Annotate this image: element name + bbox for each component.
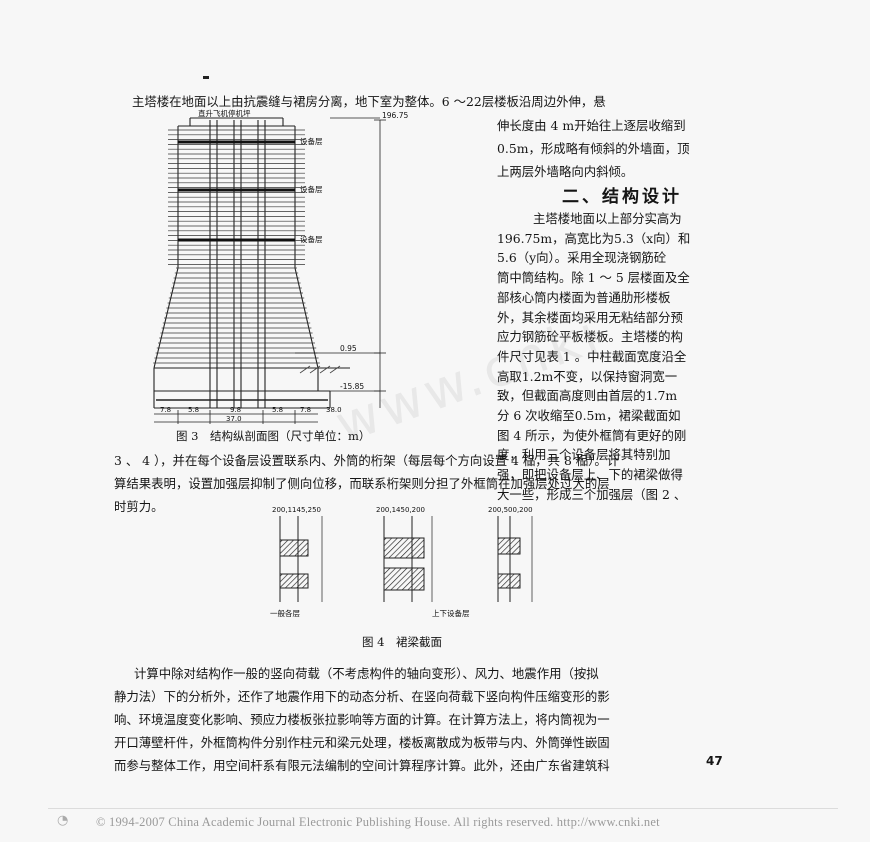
fig3-top-label: 直升飞机停机坪 — [198, 108, 251, 118]
paragraph-1-line-2: 伸长度由 4 m开始往上逐层收缩到 — [497, 118, 686, 133]
fig3-dim-total: 37.0 — [226, 415, 242, 423]
p2-line-2: 196.75m，高宽比为5.3（x向）和 — [497, 230, 691, 246]
p2-line-6: 外，其余楼面均采用无粘结部分预 — [497, 309, 683, 325]
fig4-dims-1: 200,1145,250 — [272, 506, 321, 514]
p2-line-11: 分 6 次收缩至0.5m，裙梁截面如 — [497, 408, 681, 423]
p3-line-1: 3 、 4 ），并在每个设备层设置联系内、外筒的桁架（每层每个方向设置 4 榀，… — [114, 453, 620, 468]
figure-3-caption: 图 3 结构纵剖面图（尺寸单位：m） — [176, 429, 371, 443]
p3-line-3: 时剪力。 — [114, 499, 164, 514]
p4-line-4: 开口薄壁杆件，外框筒构件分别作柱元和梁元处理，楼板离散成为板带与内、外筒弹性嵌固 — [114, 735, 610, 750]
p2-line-1: 主塔楼地面以上部分实高为 — [533, 211, 682, 226]
p2-line-8: 件尺寸见表 1 。中柱截面宽度沿全 — [497, 348, 687, 364]
p2-line-12: 图 4 所示，为使外框筒有更好的刚 — [497, 427, 687, 443]
p4-line-1: 计算中除对结构作一般的竖向荷载（不考虑构件的轴向变形）、风力、地震作用（按拟 — [134, 666, 599, 681]
paragraph-1-line-3: 0.5m，形成略有倾斜的外墙面，顶 — [497, 141, 690, 156]
footer-logo-icon: ◔ — [57, 813, 69, 828]
fig4-dims-2: 200,1450,200 — [376, 506, 425, 514]
fig3-floor-label-1: 设备层 — [300, 136, 323, 146]
p4-line-2: 静力法）下的分析外，还作了地震作用下的动态分析、在竖向荷载下竖向构件压缩变形的影 — [114, 689, 610, 704]
page-number: 47 — [706, 754, 723, 768]
p2-line-15: 大一些，形成三个加强层（图 2 、 — [497, 486, 687, 502]
p2-line-9: 高取1.2m不变，以保持窗洞宽一 — [497, 368, 678, 384]
p2-line-4: 筒中筒结构。除 1 ～ 5 层楼面及全 — [497, 270, 690, 286]
fig3-elevation-ground: 0.95 — [340, 344, 357, 353]
fig4-dims-3: 200,500,200 — [488, 506, 533, 514]
fig3-elevation-basement: -15.85 — [340, 382, 364, 391]
fig3-dim-5: 7.8 — [300, 406, 311, 414]
fig3-dim-2: 5.8 — [188, 406, 199, 414]
fig4-label-1: 一般各层 — [270, 608, 300, 618]
p3-line-2: 算结果表明，设置加强层抑制了侧向位移，而联系桁架则分担了外框筒在加强层处过大的层 — [114, 476, 610, 491]
figure-3-section-drawing: 直升飞机停机坪 设备层 设备层 设备层 196.75 0.95 -15.85 7… — [150, 108, 495, 426]
fig3-floor-label-2: 设备层 — [300, 184, 323, 194]
paragraph-1-line-4: 上两层外墙略向内斜倾。 — [497, 164, 634, 179]
print-mark — [203, 76, 209, 79]
section-heading: 二、结构设计 — [562, 187, 682, 207]
fig3-dim-1: 7.8 — [160, 406, 171, 414]
p2-line-7: 应力钢筋砼平板楼板。主塔楼的构 — [497, 329, 683, 345]
footer-divider — [48, 808, 838, 809]
p4-line-5: 而参与整体工作，用空间杆系有限元法编制的空间计算程序计算。此外，还由广东省建筑科 — [114, 758, 610, 773]
copyright-footer: © 1994-2007 China Academic Journal Elect… — [96, 815, 660, 829]
p4-line-3: 响、环境温度变化影响、预应力楼板张拉影响等方面的计算。在计算方法上，将内筒视为一 — [114, 712, 610, 727]
figure-4-spandrel-sections: 200,1145,250 200,1450,200 200,500,200 一般… — [252, 502, 552, 622]
p2-line-3: 5.6（y向）。采用全现浇钢筋砼 — [497, 250, 667, 266]
p2-line-13: 度，利用三个设备层将其特别加 — [497, 447, 671, 463]
p2-line-10: 致，但截面高度则由首层的1.7m — [497, 388, 678, 404]
fig3-dim-3: 9.8 — [230, 406, 241, 414]
fig3-elevation-top: 196.75 — [382, 111, 408, 120]
p2-line-5: 部核心筒内楼面为普通肋形楼板 — [497, 289, 671, 305]
figure-4-caption: 图 4 裙梁截面 — [362, 635, 442, 649]
paragraph-1-line-1: 主塔楼在地面以上由抗震缝与裙房分离，地下室为整体。6 ～22层楼板沿周边外伸，悬 — [132, 94, 606, 109]
fig4-label-2: 上下设备层 — [432, 608, 470, 618]
p2-line-14: 强，即把设备层上、下的裙梁做得 — [497, 467, 683, 483]
fig3-dim-4: 5.8 — [272, 406, 283, 414]
fig3-dim-6: 38.0 — [326, 406, 342, 414]
fig3-floor-label-3: 设备层 — [300, 234, 323, 244]
